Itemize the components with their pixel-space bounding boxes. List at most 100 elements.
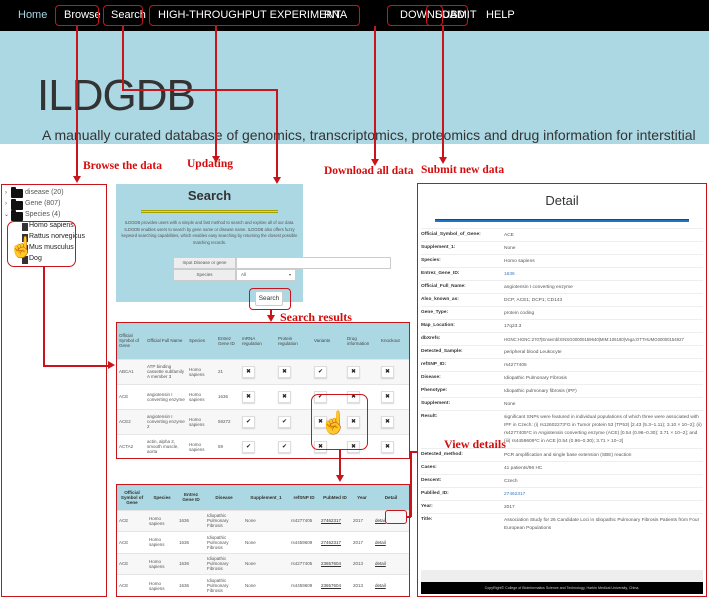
col-symbol[interactable]: Official Symbol of Gene	[117, 323, 145, 359]
col-disease[interactable]: Disease	[205, 485, 243, 510]
col-mrna[interactable]: mRNA regulation	[240, 323, 276, 359]
detail-link[interactable]: detail	[375, 539, 386, 545]
tree-node-species[interactable]: Species (4)	[25, 211, 61, 218]
col-knockout[interactable]: Knockout	[379, 323, 409, 359]
check-icon[interactable]: ✔	[278, 440, 291, 453]
detail-row: Detected_method:PCR amplification and si…	[421, 448, 703, 461]
table-row: ACE Homo sapiens 1636 Idiopathic Pulmona…	[117, 552, 409, 575]
col-refsnp[interactable]: refSNP ID	[289, 485, 319, 510]
cross-icon[interactable]: ✖	[381, 415, 394, 428]
nav-search[interactable]: Search	[111, 9, 146, 21]
cross-icon[interactable]: ✖	[347, 365, 360, 378]
disease-gene-input[interactable]	[236, 257, 391, 269]
cell-entrez: 1636	[177, 531, 205, 553]
expand-caret-icon[interactable]: ›	[5, 190, 7, 196]
col-protein[interactable]: Protein regulation	[276, 323, 312, 359]
col-full-name[interactable]: Official Full Name	[145, 323, 187, 359]
detail-row: refSNP_ID:rs4277405	[421, 358, 703, 371]
pointer-hand-icon: ☝	[9, 237, 34, 259]
col-pubmed[interactable]: PubMed ID	[319, 485, 351, 510]
col-drug[interactable]: Drug information	[345, 323, 379, 359]
nav-high-throughput[interactable]: HIGH-THROUGHPUT EXPERIMENT	[158, 9, 342, 21]
col-symbol[interactable]: Official Symbol of Gene	[117, 485, 147, 510]
cross-icon[interactable]: ✖	[381, 365, 394, 378]
col-species[interactable]: Species	[147, 485, 177, 510]
footer-copyright: CopyRight© College of Bioinformatics Sci…	[421, 582, 703, 594]
search-button[interactable]: Search	[255, 291, 283, 306]
col-species[interactable]: Species	[187, 323, 216, 359]
tree-node-disease[interactable]: disease (20)	[25, 189, 64, 196]
pubmed-link[interactable]: 23657604	[321, 561, 342, 567]
nav-rna-label[interactable]: RNA	[324, 9, 348, 21]
check-icon[interactable]: ✔	[278, 415, 291, 428]
col-entrez[interactable]: Entrez Gene ID	[216, 323, 240, 359]
check-icon[interactable]: ✔	[242, 440, 255, 453]
site-subtitle: A manually curated database of genomics,…	[42, 127, 696, 143]
col-year[interactable]: Year	[351, 485, 373, 510]
dropdown-caret-icon: ▾	[288, 272, 291, 277]
check-icon[interactable]: ✔	[314, 365, 327, 378]
cell-full-name: actin, alpha 2, smooth muscle, aorta	[145, 433, 187, 458]
tree-leaf-homo-sapiens[interactable]: Homo sapiens	[29, 222, 74, 229]
nav-browse[interactable]: Browse	[64, 9, 101, 21]
nav-help[interactable]: HELP	[486, 9, 515, 21]
arrow-down-icon	[273, 177, 281, 184]
cell-entrez: 1636	[216, 383, 240, 409]
cross-icon[interactable]: ✖	[347, 390, 360, 403]
cell-symbol: ACE2	[117, 408, 145, 434]
cell-species: Homo sapiens	[187, 433, 216, 458]
cross-icon[interactable]: ✖	[278, 390, 291, 403]
detail-row: Supplement_1:None	[421, 241, 703, 254]
detail-row: Entrez_Gene_ID:1636	[421, 267, 703, 280]
col-detail[interactable]: Detail	[373, 485, 409, 510]
species-highlight-box	[7, 221, 76, 267]
col-variants[interactable]: Variants	[312, 323, 345, 359]
cell-species: Homo sapiens	[147, 531, 177, 553]
document-icon	[22, 223, 28, 231]
pubmed-link[interactable]: 27462317	[321, 518, 342, 524]
pubmed-link[interactable]: 27462317	[321, 539, 342, 545]
detail-link[interactable]: detail	[375, 518, 386, 524]
expand-caret-icon[interactable]: ›	[5, 201, 7, 207]
search-results-table: Official Symbol of Gene Official Full Na…	[116, 322, 410, 459]
nav-submit[interactable]: SUBMIT	[435, 9, 477, 21]
pubmed-link[interactable]: 23657604	[321, 583, 342, 588]
col-entrez[interactable]: Entrez Gene ID	[177, 485, 205, 510]
arrow-down-icon	[73, 176, 81, 183]
cross-icon[interactable]: ✖	[347, 415, 360, 428]
nav-download[interactable]: DOWNLOAD	[400, 9, 465, 21]
detail-row: Year:2017	[421, 500, 703, 513]
collapse-caret-icon[interactable]: ⌄	[4, 212, 10, 218]
nav-home[interactable]: Home	[10, 0, 56, 31]
document-icon	[22, 256, 28, 264]
detail-link[interactable]: detail	[375, 561, 386, 567]
table-row: ACE2 angiotensin I converting enzyme 2 H…	[117, 408, 409, 434]
entrez-gene-link[interactable]: 1636	[504, 272, 515, 277]
detail-divider	[435, 219, 689, 222]
cross-icon[interactable]: ✖	[242, 390, 255, 403]
cell-symbol: ACE	[117, 574, 147, 596]
tree-leaf-dog[interactable]: Dog	[29, 255, 42, 262]
cross-icon[interactable]: ✖	[381, 440, 394, 453]
search-button-highlight-box	[249, 288, 291, 310]
detail-title: Detail	[545, 193, 579, 208]
cross-icon[interactable]: ✖	[242, 365, 255, 378]
cross-icon[interactable]: ✖	[314, 415, 327, 428]
cross-icon[interactable]: ✖	[381, 390, 394, 403]
annotation-view-details: View details	[444, 437, 506, 451]
species-select[interactable]: All ▾	[236, 269, 296, 281]
annotation-updating: Updating	[187, 158, 234, 170]
tree-leaf-mus-musculus[interactable]: Mus musculus	[29, 244, 74, 251]
check-icon[interactable]: ✔	[242, 415, 255, 428]
col-supplement[interactable]: Supplement_1	[243, 485, 289, 510]
tree-leaf-rattus-norvegicus[interactable]: Rattus norvegicus	[29, 233, 86, 240]
detail-link[interactable]: detail	[375, 583, 386, 588]
tree-node-gene[interactable]: Gene (807)	[25, 200, 61, 207]
cross-icon[interactable]: ✖	[278, 365, 291, 378]
annotation-download: Download all data	[324, 165, 414, 177]
pubmed-detail-link[interactable]: 27462317	[504, 492, 526, 497]
table-row: ACE angiotensin I converting enzyme Homo…	[117, 383, 409, 409]
cell-supplement: None	[243, 574, 289, 596]
annotation-browse: Browse the data	[83, 160, 163, 172]
document-icon	[22, 245, 28, 253]
